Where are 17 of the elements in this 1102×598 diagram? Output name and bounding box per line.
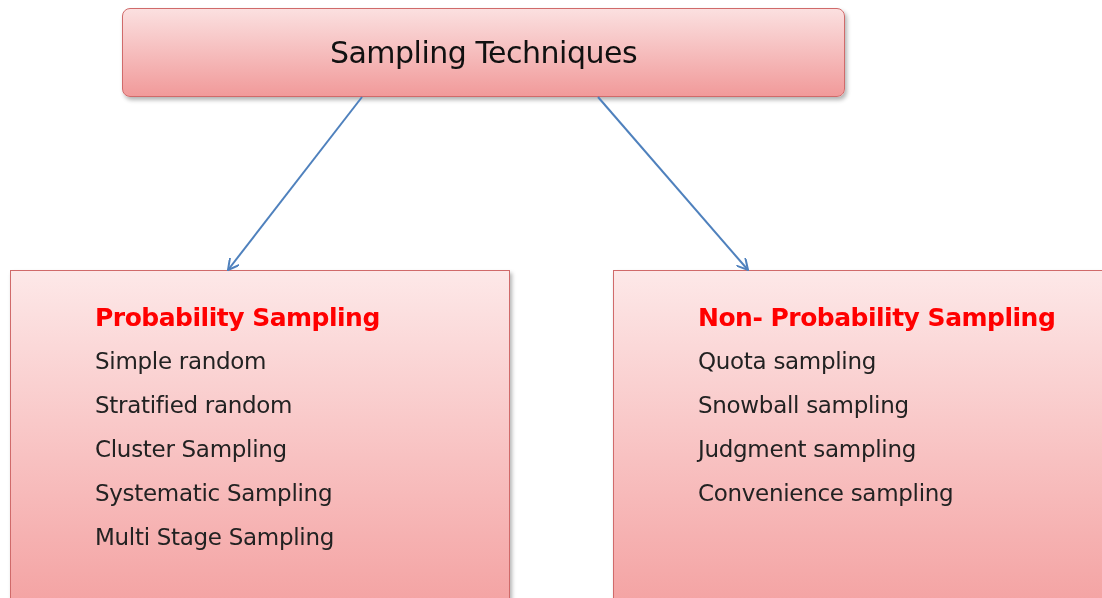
category-heading: Non- Probability Sampling bbox=[698, 302, 1057, 334]
arrow bbox=[227, 96, 363, 271]
list-item: Simple random bbox=[95, 347, 268, 376]
category-box bbox=[10, 270, 510, 598]
list-item: Convenience sampling bbox=[698, 479, 955, 508]
list-item: Judgment sampling bbox=[698, 435, 917, 464]
list-item: Multi Stage Sampling bbox=[95, 523, 335, 552]
root-box bbox=[122, 8, 845, 97]
list-item: Quota sampling bbox=[698, 347, 877, 376]
category-box bbox=[613, 270, 1102, 598]
arrow bbox=[597, 96, 749, 271]
list-item: Cluster Sampling bbox=[95, 435, 288, 464]
title: Sampling Techniques bbox=[329, 35, 638, 70]
list-item: Stratified random bbox=[95, 391, 294, 420]
list-item: Systematic Sampling bbox=[95, 479, 334, 508]
list-item: Snowball sampling bbox=[698, 391, 910, 420]
category-heading: Probability Sampling bbox=[95, 302, 381, 334]
